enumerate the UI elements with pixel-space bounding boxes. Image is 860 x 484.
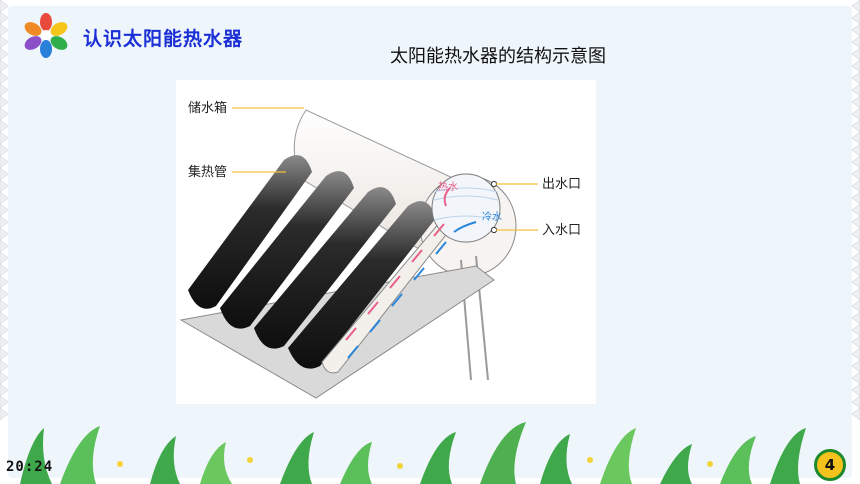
- cold-water-arrows: [347, 221, 477, 359]
- right-zigzag-border: [851, 0, 860, 421]
- clock-time: 20:24: [6, 459, 54, 475]
- label-outlet: 出水口: [542, 177, 581, 192]
- label-inlet: 入水口: [542, 223, 581, 238]
- label-hot-water: 热水: [438, 180, 458, 193]
- flower-logo-icon: [24, 13, 68, 58]
- foliage-footer-decoration: [20, 422, 806, 484]
- left-zigzag-border: [0, 0, 9, 421]
- label-storage-tank: 储水箱: [188, 100, 227, 116]
- diagram-subtitle: 太阳能热水器的结构示意图: [390, 46, 606, 67]
- label-cold-water: 冷水: [482, 210, 502, 223]
- collector-tubes: [188, 155, 436, 369]
- label-collector-tube: 集热管: [188, 164, 227, 180]
- hot-water-arrows: [345, 187, 451, 341]
- solar-water-heater-diagram: 储水箱 集热管 出水口 入水口 热水 冷水: [176, 80, 596, 404]
- page-title: 认识太阳能热水器: [83, 28, 244, 50]
- page-number-badge: 4: [814, 449, 846, 481]
